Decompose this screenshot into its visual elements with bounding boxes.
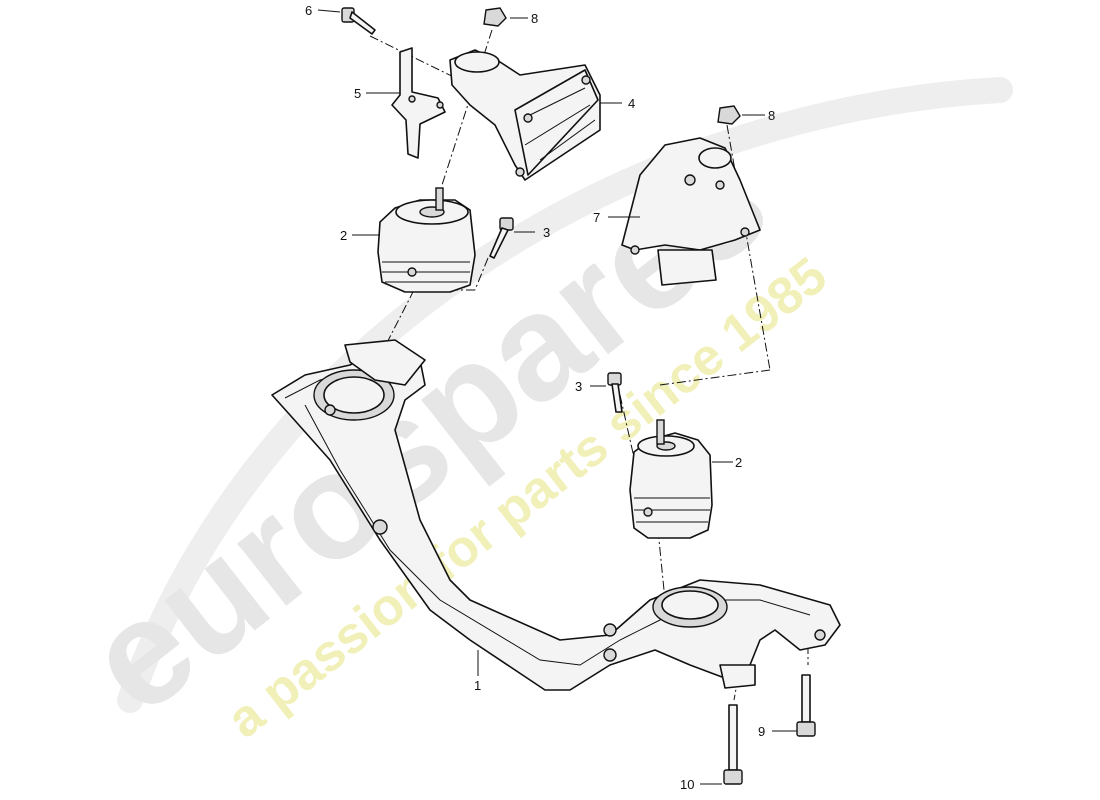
callout-2-left: 2 (340, 228, 347, 243)
nut-8-right (717, 105, 741, 125)
bolt-10 (723, 704, 743, 785)
callout-4: 4 (628, 96, 635, 111)
crossmember (271, 339, 841, 691)
callout-10: 10 (680, 777, 694, 792)
callout-6: 6 (305, 3, 312, 18)
engine-mount-left (377, 187, 476, 293)
engine-mount-right (629, 419, 713, 539)
nut-8-left (483, 7, 507, 27)
callout-3-left: 3 (543, 225, 550, 240)
bolt-3-right (607, 372, 623, 413)
callout-8-right: 8 (768, 108, 775, 123)
callout-7: 7 (593, 210, 600, 225)
callout-1: 1 (474, 678, 481, 693)
bolt-6 (341, 7, 376, 35)
callout-labels: 1 2 2 3 3 4 5 6 7 8 8 9 10 (305, 3, 775, 792)
bracket-small (391, 47, 446, 159)
engine-bracket-right (621, 137, 761, 286)
engine-bracket-upper (449, 49, 601, 181)
leader-lines (317, 9, 797, 785)
callout-3-right: 3 (575, 379, 582, 394)
callout-5: 5 (354, 86, 361, 101)
callout-8-left: 8 (531, 11, 538, 26)
callout-2-right: 2 (735, 455, 742, 470)
callout-9: 9 (758, 724, 765, 739)
bolt-9 (796, 674, 816, 737)
bolt-3-left (489, 217, 514, 259)
